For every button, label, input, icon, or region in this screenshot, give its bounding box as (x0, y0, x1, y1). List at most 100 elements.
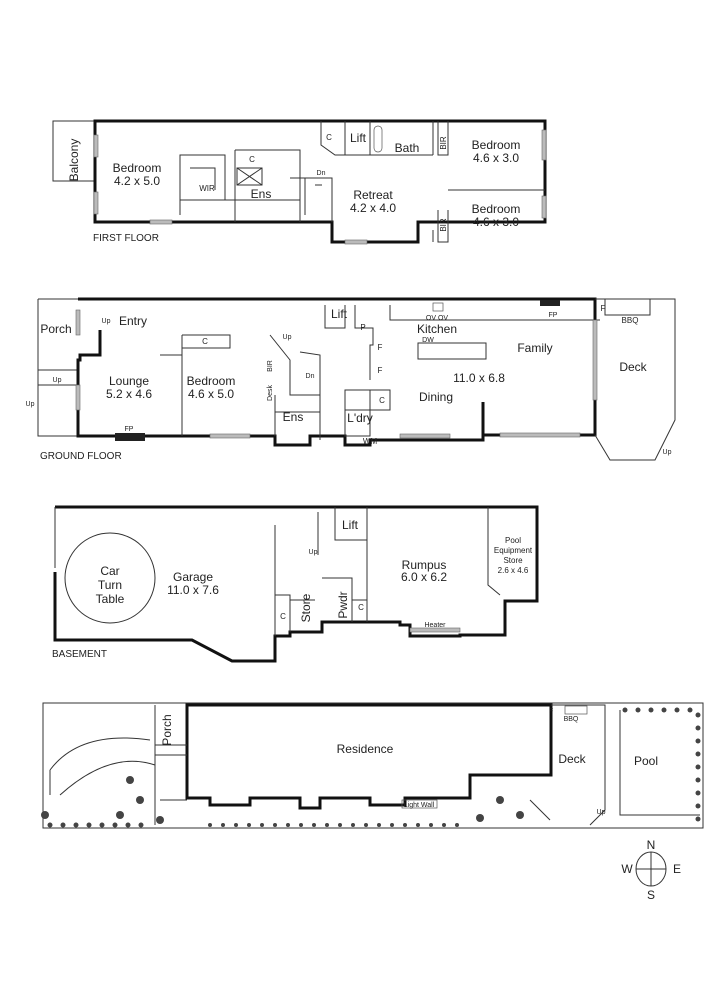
dishwasher-label: DW (422, 337, 434, 344)
garage-label: Garage (173, 570, 213, 584)
stairs-down-label: Dn (306, 373, 315, 380)
shrub (687, 707, 693, 713)
bedroom-2-label: Bedroom (472, 138, 521, 152)
window (499, 432, 581, 438)
bedroom-main-dim: 4.2 x 5.0 (114, 174, 160, 188)
lift-label: Lift (350, 131, 367, 145)
heater-label: Heater (424, 622, 446, 629)
shrub (325, 823, 329, 827)
garage-dim: 11.0 x 7.6 (167, 583, 219, 597)
shrub (47, 822, 53, 828)
rumpus-label: Rumpus (402, 558, 447, 572)
car-turntable[interactable] (64, 532, 156, 624)
pool-store-label: Store (503, 556, 523, 565)
turntable-label: Car (100, 564, 119, 578)
kitchen-island (417, 342, 487, 360)
shrub (635, 707, 641, 713)
kitchen-label: Kitchen (417, 322, 457, 336)
laundry-walls (344, 389, 391, 437)
up-label: Up (102, 318, 111, 325)
compass-cross (636, 852, 666, 886)
shrub (338, 823, 342, 827)
shrub (695, 790, 701, 796)
shrub (674, 707, 680, 713)
ground-floor-title: GROUND FLOOR (40, 451, 122, 462)
shrub (695, 751, 701, 757)
window (149, 219, 173, 225)
shrub (60, 822, 66, 828)
shrub (390, 823, 394, 827)
shrub (41, 811, 49, 819)
window (93, 191, 99, 215)
shrub (299, 823, 303, 827)
cupboard-label: C (358, 603, 364, 612)
bedroom-main-label: Bedroom (113, 161, 162, 175)
deck-label: Deck (558, 752, 586, 766)
shrub (695, 816, 701, 822)
shrub (622, 707, 628, 713)
shrub (516, 811, 524, 819)
shrub (221, 823, 225, 827)
lift-label: Lift (342, 518, 359, 532)
bir-label: BIR (439, 136, 448, 150)
shrub (364, 823, 368, 827)
window (75, 384, 81, 411)
bath-label: Bath (395, 141, 420, 155)
lounge-label: Lounge (109, 374, 149, 388)
deck-outline (594, 298, 676, 461)
fridge-label: F (378, 343, 383, 352)
store-label: Store (299, 593, 313, 622)
shrub (351, 823, 355, 827)
shrub (112, 822, 118, 828)
bath-tub (373, 125, 383, 153)
shrub (695, 777, 701, 783)
up-label: Up (53, 377, 62, 384)
compass-south: S (647, 888, 655, 902)
shrub (125, 822, 131, 828)
shrub (312, 823, 316, 827)
basement-walls (53, 505, 539, 663)
ens-label: Ens (283, 410, 304, 424)
site-boundary (42, 702, 704, 829)
bedroom-2-dim: 4.6 x 3.0 (473, 151, 519, 165)
compass-west: W (621, 862, 633, 876)
ground-floor-plan: Porch Entry Up Up Up Lounge 5.2 x 4.6 Be… (26, 297, 676, 462)
powder-label: Pwdr (336, 591, 350, 618)
ensuite-walls (179, 149, 301, 222)
shrub (648, 707, 654, 713)
shrub (99, 822, 105, 828)
fireplace (115, 433, 145, 441)
compass: N S W E (621, 838, 681, 902)
family-label: Family (517, 341, 552, 355)
shrub (476, 814, 484, 822)
fridge-label: F (378, 366, 383, 375)
fireplace (540, 300, 560, 306)
washing-machine-label: WM (363, 437, 378, 446)
wir-label: WIR (199, 184, 215, 193)
window (209, 433, 251, 439)
shrub (260, 823, 264, 827)
rumpus-dim: 6.0 x 6.2 (401, 570, 447, 584)
shrub (138, 822, 144, 828)
cupboard-label: C (379, 396, 385, 405)
sliding-door (592, 319, 598, 401)
bir-label: BIR (267, 360, 274, 372)
shrub (234, 823, 238, 827)
deck-up-label: Up (663, 449, 672, 456)
residence-label: Residence (337, 742, 394, 756)
basement-plan: Car Turn Table Garage 11.0 x 7.6 Lift Up… (52, 505, 539, 663)
up-label: Up (26, 401, 35, 408)
bbq-label: BBQ (564, 716, 579, 723)
dining-label: Dining (419, 390, 453, 404)
shrub (695, 738, 701, 744)
fridge-label: F (549, 708, 553, 715)
shrub (136, 796, 144, 804)
basement-title: BASEMENT (52, 649, 107, 660)
cupboard-label: C (249, 155, 255, 164)
window (409, 627, 461, 633)
bedroom-dim: 4.6 x 5.0 (188, 387, 234, 401)
garden-path (49, 737, 156, 796)
shrub (429, 823, 433, 827)
window (399, 433, 451, 439)
shrub (695, 764, 701, 770)
